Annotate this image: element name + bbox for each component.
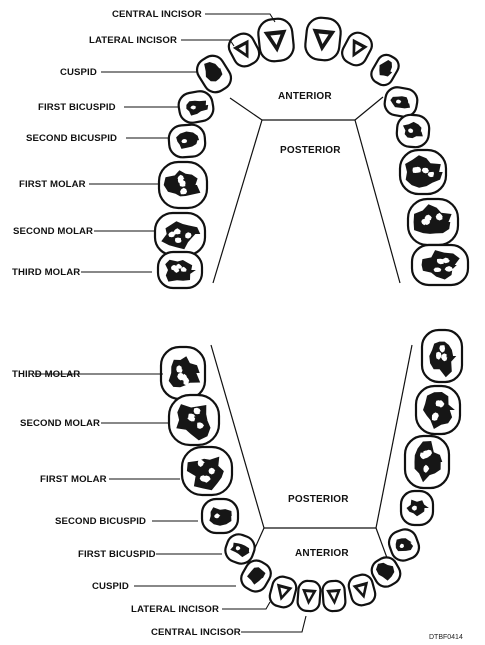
lower-first-molar-label: FIRST MOLAR	[40, 474, 107, 485]
lower-right-second-bicuspid	[399, 489, 435, 527]
upper-anterior-label: ANTERIOR	[278, 91, 332, 102]
lower-lateral-incisor-leader	[222, 601, 271, 610]
lower-anterior-label: ANTERIOR	[295, 548, 349, 559]
lower-right-central-incisor	[321, 579, 347, 613]
upper-right-central-incisor	[304, 16, 342, 62]
lower-central-incisor-label: CENTRAL INCISOR	[151, 627, 241, 638]
upper-right-first-bicuspid	[383, 86, 419, 118]
upper-right-second-bicuspid	[395, 113, 431, 149]
lower-second-molar-label: SECOND MOLAR	[20, 418, 100, 429]
lower-left-first-bicuspid	[224, 533, 256, 565]
upper-arch: ANTERIOR POSTERIOR CENTRAL INCISOR LATER…	[12, 9, 470, 290]
lower-right-first-bicuspid	[387, 528, 421, 562]
upper-central-incisor-label: CENTRAL INCISOR	[112, 9, 202, 20]
lower-right-lateral-incisor	[347, 573, 377, 607]
lower-left-second-bicuspid	[200, 497, 240, 535]
upper-left-second-molar	[153, 211, 207, 257]
lower-posterior-label: POSTERIOR	[288, 494, 349, 505]
lower-left-central-incisor	[296, 579, 322, 613]
upper-left-lateral-incisor	[227, 32, 261, 68]
upper-right-second-molar	[406, 197, 460, 247]
figure-code: DTBF0414	[429, 634, 463, 641]
upper-second-bicuspid-label: SECOND BICUSPID	[26, 133, 117, 144]
lower-second-bicuspid-label: SECOND BICUSPID	[55, 516, 146, 527]
upper-right-third-molar	[410, 243, 470, 287]
lower-lateral-incisor-label: LATERAL INCISOR	[131, 604, 219, 615]
upper-left-first-bicuspid	[177, 90, 215, 124]
upper-region-lines	[212, 96, 401, 284]
lower-first-bicuspid-label: FIRST BICUSPID	[78, 549, 156, 560]
lower-right-first-molar	[403, 434, 451, 490]
upper-lateral-incisor-leader	[181, 39, 235, 47]
upper-right-first-molar	[398, 148, 448, 196]
lower-right-second-molar	[414, 384, 462, 436]
upper-second-molar-label: SECOND MOLAR	[13, 226, 93, 237]
upper-left-second-bicuspid	[167, 123, 207, 159]
lower-central-incisor-leader	[241, 615, 307, 633]
upper-first-bicuspid-label: FIRST BICUSPID	[38, 102, 116, 113]
lower-tooth-labels: THIRD MOLAR SECOND MOLAR FIRST MOLAR SEC…	[12, 369, 307, 638]
upper-central-incisor-leader	[205, 13, 276, 23]
lower-left-first-molar	[180, 445, 234, 497]
upper-left-first-molar	[157, 160, 209, 210]
upper-first-molar-label: FIRST MOLAR	[19, 179, 86, 190]
lower-teeth	[159, 328, 464, 613]
lower-left-second-molar	[167, 393, 221, 447]
upper-left-cuspid	[195, 54, 233, 94]
lower-arch: POSTERIOR ANTERIOR THIRD MOLAR SECOND MO…	[12, 328, 464, 638]
upper-left-central-incisor	[257, 17, 295, 63]
upper-teeth	[153, 16, 470, 290]
lower-left-third-molar	[159, 345, 207, 401]
lower-right-cuspid	[370, 556, 402, 588]
upper-right-cuspid	[370, 53, 400, 87]
upper-right-lateral-incisor	[341, 31, 373, 67]
upper-cuspid-label: CUSPID	[60, 67, 97, 78]
lower-right-third-molar	[420, 328, 464, 384]
upper-tooth-labels: CENTRAL INCISOR LATERAL INCISOR CUSPID F…	[12, 9, 276, 278]
upper-posterior-label: POSTERIOR	[280, 145, 341, 156]
lower-cuspid-label: CUSPID	[92, 581, 129, 592]
lower-left-lateral-incisor	[268, 575, 298, 609]
upper-third-molar-label: THIRD MOLAR	[12, 267, 80, 278]
lower-left-cuspid	[240, 559, 272, 593]
upper-left-third-molar	[156, 250, 204, 290]
upper-lateral-incisor-label: LATERAL INCISOR	[89, 35, 177, 46]
